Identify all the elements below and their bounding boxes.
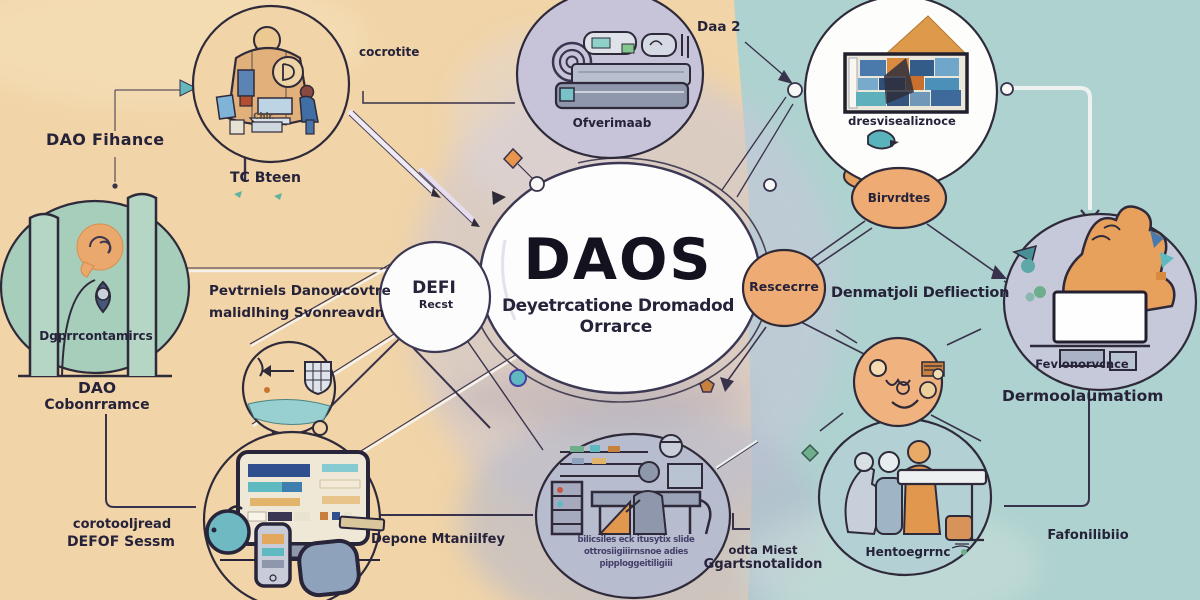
- members-circle-label: Hentoegrrnc: [865, 545, 951, 559]
- paint-splat-icon: [1012, 244, 1046, 302]
- machine-circle-label: Chir.: [253, 112, 275, 122]
- fafon-label: Fafonilibiio: [1047, 528, 1129, 543]
- shield-node: [241, 340, 337, 457]
- connector-top-right: [1012, 86, 1092, 210]
- hardware-wallet-icon: [551, 31, 691, 110]
- defi-node: [378, 240, 492, 354]
- columns-icon: [18, 192, 172, 378]
- dao-governance-label-line2: Cobonrramce: [44, 397, 150, 413]
- sign-board: [1052, 290, 1148, 344]
- dao-finance-label: DAO Fihance: [46, 130, 165, 149]
- node-markers: [234, 82, 1014, 463]
- office-caption-line1: bilicsiles eck itusytix slide: [577, 535, 695, 545]
- proposals-label-line1: Pevtrniels Danowcovtre: [209, 283, 391, 299]
- daos-title: DAOS: [523, 227, 713, 293]
- smiley-node: [852, 336, 945, 428]
- orange-pentagon: [699, 378, 715, 393]
- members-node: [817, 417, 993, 577]
- face-doodle-icon: [869, 359, 945, 409]
- keyboard-icon: [338, 515, 386, 532]
- wallet-circle-label: Ofverimaab: [572, 116, 652, 130]
- arrow-left-icon: [262, 365, 271, 377]
- apple-icon: [205, 505, 251, 555]
- votes-label: Birvrdtes: [867, 191, 931, 205]
- fist-circle-label: Fevionorvcnce: [1035, 357, 1129, 371]
- office-node: [534, 432, 732, 600]
- teal-dot: [509, 369, 527, 387]
- vending-machine-icon: [215, 26, 319, 135]
- defi-node-title: DEFI: [412, 278, 456, 298]
- mobility-label: Depone Mtaniilfey: [371, 532, 505, 547]
- pen-icon-2: [418, 167, 480, 227]
- kite-marker: [502, 147, 524, 170]
- democratization-label: Dermoolaumatiom: [1002, 387, 1164, 405]
- coordinate-label: cocrotite: [359, 45, 420, 59]
- data-circle-label: dresvisealiznoce: [848, 114, 956, 128]
- dao-governance-label-line1: DAO: [77, 379, 117, 397]
- pen-icon: [348, 110, 441, 198]
- office-caption-line2: ottrosiigiiirnsnoe adies: [584, 547, 688, 557]
- data-node: [803, 0, 999, 190]
- office-scene-icon: [550, 434, 712, 536]
- people-icon: [844, 440, 988, 555]
- office-caption-line3: pipploggeitiligiii: [599, 559, 673, 569]
- arrowhead-teal: [179, 79, 198, 97]
- arrowhead-dark: [492, 191, 506, 205]
- daos-subtitle-line2: Orrarce: [579, 317, 653, 337]
- votes-node: [850, 166, 948, 230]
- mouse-icon: [297, 538, 361, 598]
- daos-subtitle-line1: Deyetrcatione Dromadod: [501, 296, 735, 316]
- proposals-label-line2: malidlhing Svonreavdn: [209, 305, 385, 321]
- monitor-node: [202, 430, 386, 600]
- governance-node: [0, 192, 191, 378]
- centralized-label-line2: DEFOF Sessm: [67, 534, 175, 550]
- connector-bottom-right: [1004, 388, 1090, 507]
- shield-icon: [304, 361, 332, 396]
- tc-bteen-label: TC Bteen: [230, 170, 302, 186]
- machine-node: [191, 4, 351, 164]
- green-diamond: [800, 443, 820, 463]
- city-mosaic-icon: [843, 15, 969, 114]
- fist-node: [1002, 205, 1198, 392]
- governance-circle-label: Dgprrcontamircs: [39, 329, 153, 343]
- odta-label-line2: Ggartsnotalidon: [703, 557, 823, 572]
- odta-label-line1: odta Miest: [728, 543, 798, 557]
- bird-icon: [867, 129, 899, 150]
- wallet-node: [515, 0, 705, 160]
- data-2-label: Daa 2: [697, 19, 741, 35]
- delegation-label: Denmatjoli Defliection: [831, 285, 1010, 301]
- reserve-label: Rescecrre: [749, 279, 819, 294]
- defi-node-subtitle: Recst: [418, 298, 454, 311]
- phone-icon: [254, 522, 292, 588]
- reserve-node: [741, 248, 827, 328]
- connector-governance-down: [105, 414, 196, 508]
- connector-coordinate: [362, 91, 515, 104]
- centralized-label-line1: corotooljread: [72, 517, 172, 532]
